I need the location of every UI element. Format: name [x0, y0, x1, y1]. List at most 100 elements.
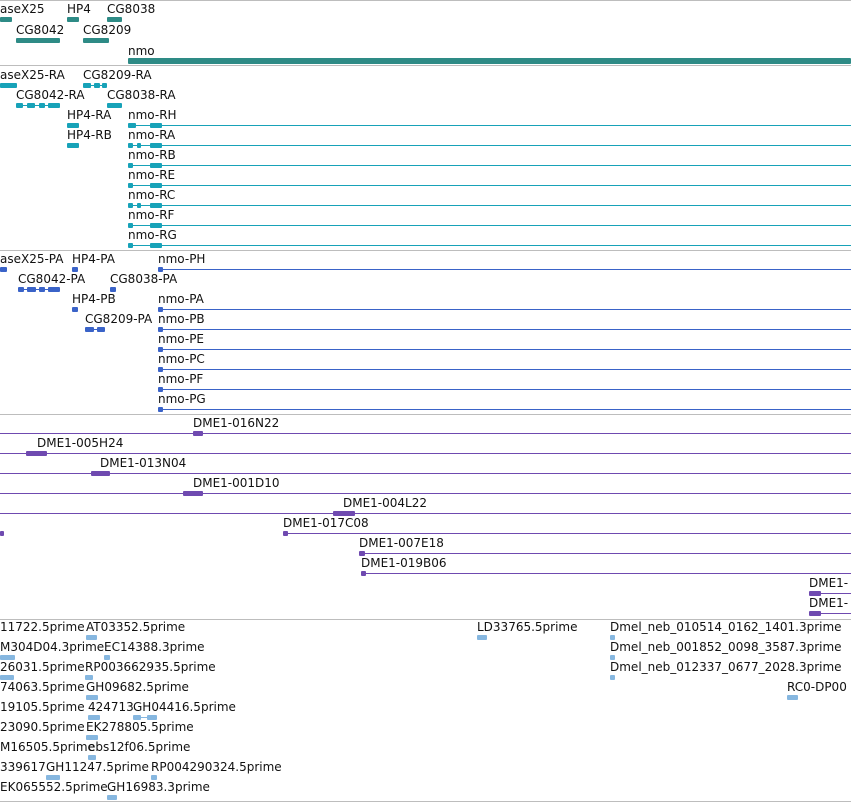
- clone-line: [0, 473, 851, 474]
- est-glyph: [610, 635, 615, 640]
- exon-glyph: [150, 123, 162, 128]
- track-separator: [0, 619, 851, 620]
- feature-label: HP4-RB: [67, 128, 112, 142]
- feature-label: GH16983.3prime: [107, 780, 210, 794]
- intron-line: [128, 145, 851, 146]
- feature-label: nmo-PB: [158, 312, 205, 326]
- gene-glyph: [0, 17, 12, 22]
- feature-label: CG8209-RA: [83, 68, 152, 82]
- intron-line: [158, 329, 851, 330]
- gene-glyph: [107, 17, 122, 22]
- intron-line: [128, 245, 851, 246]
- feature-label: 11722.5prime: [0, 620, 85, 634]
- feature-label: Dmel_neb_010514_0162_1401.3prime: [610, 620, 842, 634]
- clone-glyph: [183, 491, 203, 496]
- clone-track: DME1-016N22 DME1-005H24 DME1-013N04 DME1…: [0, 414, 851, 619]
- feature-label: DME1-005H24: [37, 436, 124, 450]
- feature-label: DME1-: [809, 576, 849, 590]
- feature-label: CG8038-RA: [107, 88, 176, 102]
- exon-glyph: [150, 203, 162, 208]
- exon-glyph: [158, 267, 163, 272]
- exon-glyph: [158, 307, 163, 312]
- exon-glyph: [67, 143, 79, 148]
- feature-label: 339617: [0, 760, 46, 774]
- gene-track: aseX25 HP4 CG8038 CG8042 CG8209 nmo: [0, 0, 851, 65]
- exon-glyph: [137, 143, 141, 148]
- feature-label: Dmel_neb_001852_0098_3587.3prime: [610, 640, 842, 654]
- clone-glyph: [809, 591, 821, 596]
- est-glyph: [85, 675, 93, 680]
- intron-line: [158, 369, 851, 370]
- clone-line: [0, 513, 851, 514]
- exon-glyph: [39, 287, 45, 292]
- feature-label: 23090.5prime: [0, 720, 85, 734]
- exon-glyph: [102, 83, 107, 88]
- feature-label: nmo-RF: [128, 208, 175, 222]
- exon-glyph: [27, 287, 36, 292]
- est-glyph: [133, 715, 141, 720]
- est-glyph: [147, 715, 157, 720]
- est-glyph: [107, 795, 117, 800]
- exon-glyph: [27, 103, 35, 108]
- exon-glyph: [128, 243, 133, 248]
- gene-glyph: [16, 38, 60, 43]
- track-separator: [0, 0, 851, 1]
- exon-glyph: [48, 287, 60, 292]
- exon-glyph: [128, 163, 133, 168]
- exon-glyph: [85, 327, 94, 332]
- feature-label: nmo-RG: [128, 228, 177, 242]
- feature-label: CG8042: [16, 23, 65, 37]
- track-separator: [0, 250, 851, 251]
- feature-label: CG8042-PA: [18, 272, 86, 286]
- exon-glyph: [83, 83, 91, 88]
- feature-label: DME1-001D10: [193, 476, 280, 490]
- feature-label: aseX25: [0, 2, 45, 16]
- exon-glyph: [97, 327, 105, 332]
- feature-label: HP4: [67, 2, 91, 16]
- exon-glyph: [0, 267, 7, 272]
- clone-line: [361, 573, 851, 574]
- clone-glyph: [809, 611, 821, 616]
- feature-label: 74063.5prime: [0, 680, 85, 694]
- feature-label: nmo-PH: [158, 252, 206, 266]
- est-glyph: [46, 775, 60, 780]
- est-glyph: [88, 755, 96, 760]
- est-glyph: [104, 655, 110, 660]
- exon-glyph: [150, 143, 162, 148]
- feature-label: LD33765.5prime: [477, 620, 578, 634]
- exon-glyph: [158, 407, 163, 412]
- clone-line: [359, 553, 851, 554]
- track-separator: [0, 414, 851, 415]
- intron-line: [128, 125, 851, 126]
- feature-label: nmo-PF: [158, 372, 204, 386]
- intron-line: [16, 105, 60, 106]
- feature-label: HP4-PB: [72, 292, 116, 306]
- feature-label: nmo: [128, 44, 155, 58]
- feature-label: nmo-PE: [158, 332, 205, 346]
- est-glyph: [610, 675, 615, 680]
- protein-track: aseX25-PA HP4-PA nmo-PH CG8042-PA CG8038…: [0, 250, 851, 414]
- est-glyph: [477, 635, 487, 640]
- est-glyph: [787, 695, 798, 700]
- exon-glyph: [107, 103, 122, 108]
- feature-label: nmo-RH: [128, 108, 177, 122]
- exon-glyph: [48, 103, 60, 108]
- exon-glyph: [67, 123, 79, 128]
- feature-label: ebs12f06.5prime: [88, 740, 191, 754]
- clone-glyph: [0, 531, 4, 536]
- feature-label: HP4-PA: [72, 252, 115, 266]
- feature-label: DME1-007E18: [359, 536, 444, 550]
- intron-line: [141, 717, 147, 718]
- feature-label: Dmel_neb_012337_0677_2028.3prime: [610, 660, 842, 674]
- exon-glyph: [18, 287, 24, 292]
- feature-label: GH09682.5prime: [86, 680, 189, 694]
- clone-line: [283, 533, 851, 534]
- gene-glyph: [128, 58, 851, 64]
- feature-label: RP004290324.5prime: [151, 760, 282, 774]
- exon-glyph: [137, 203, 141, 208]
- clone-line: [809, 593, 851, 594]
- intron-line: [158, 389, 851, 390]
- clone-glyph: [193, 431, 203, 436]
- feature-label: CG8038: [107, 2, 156, 16]
